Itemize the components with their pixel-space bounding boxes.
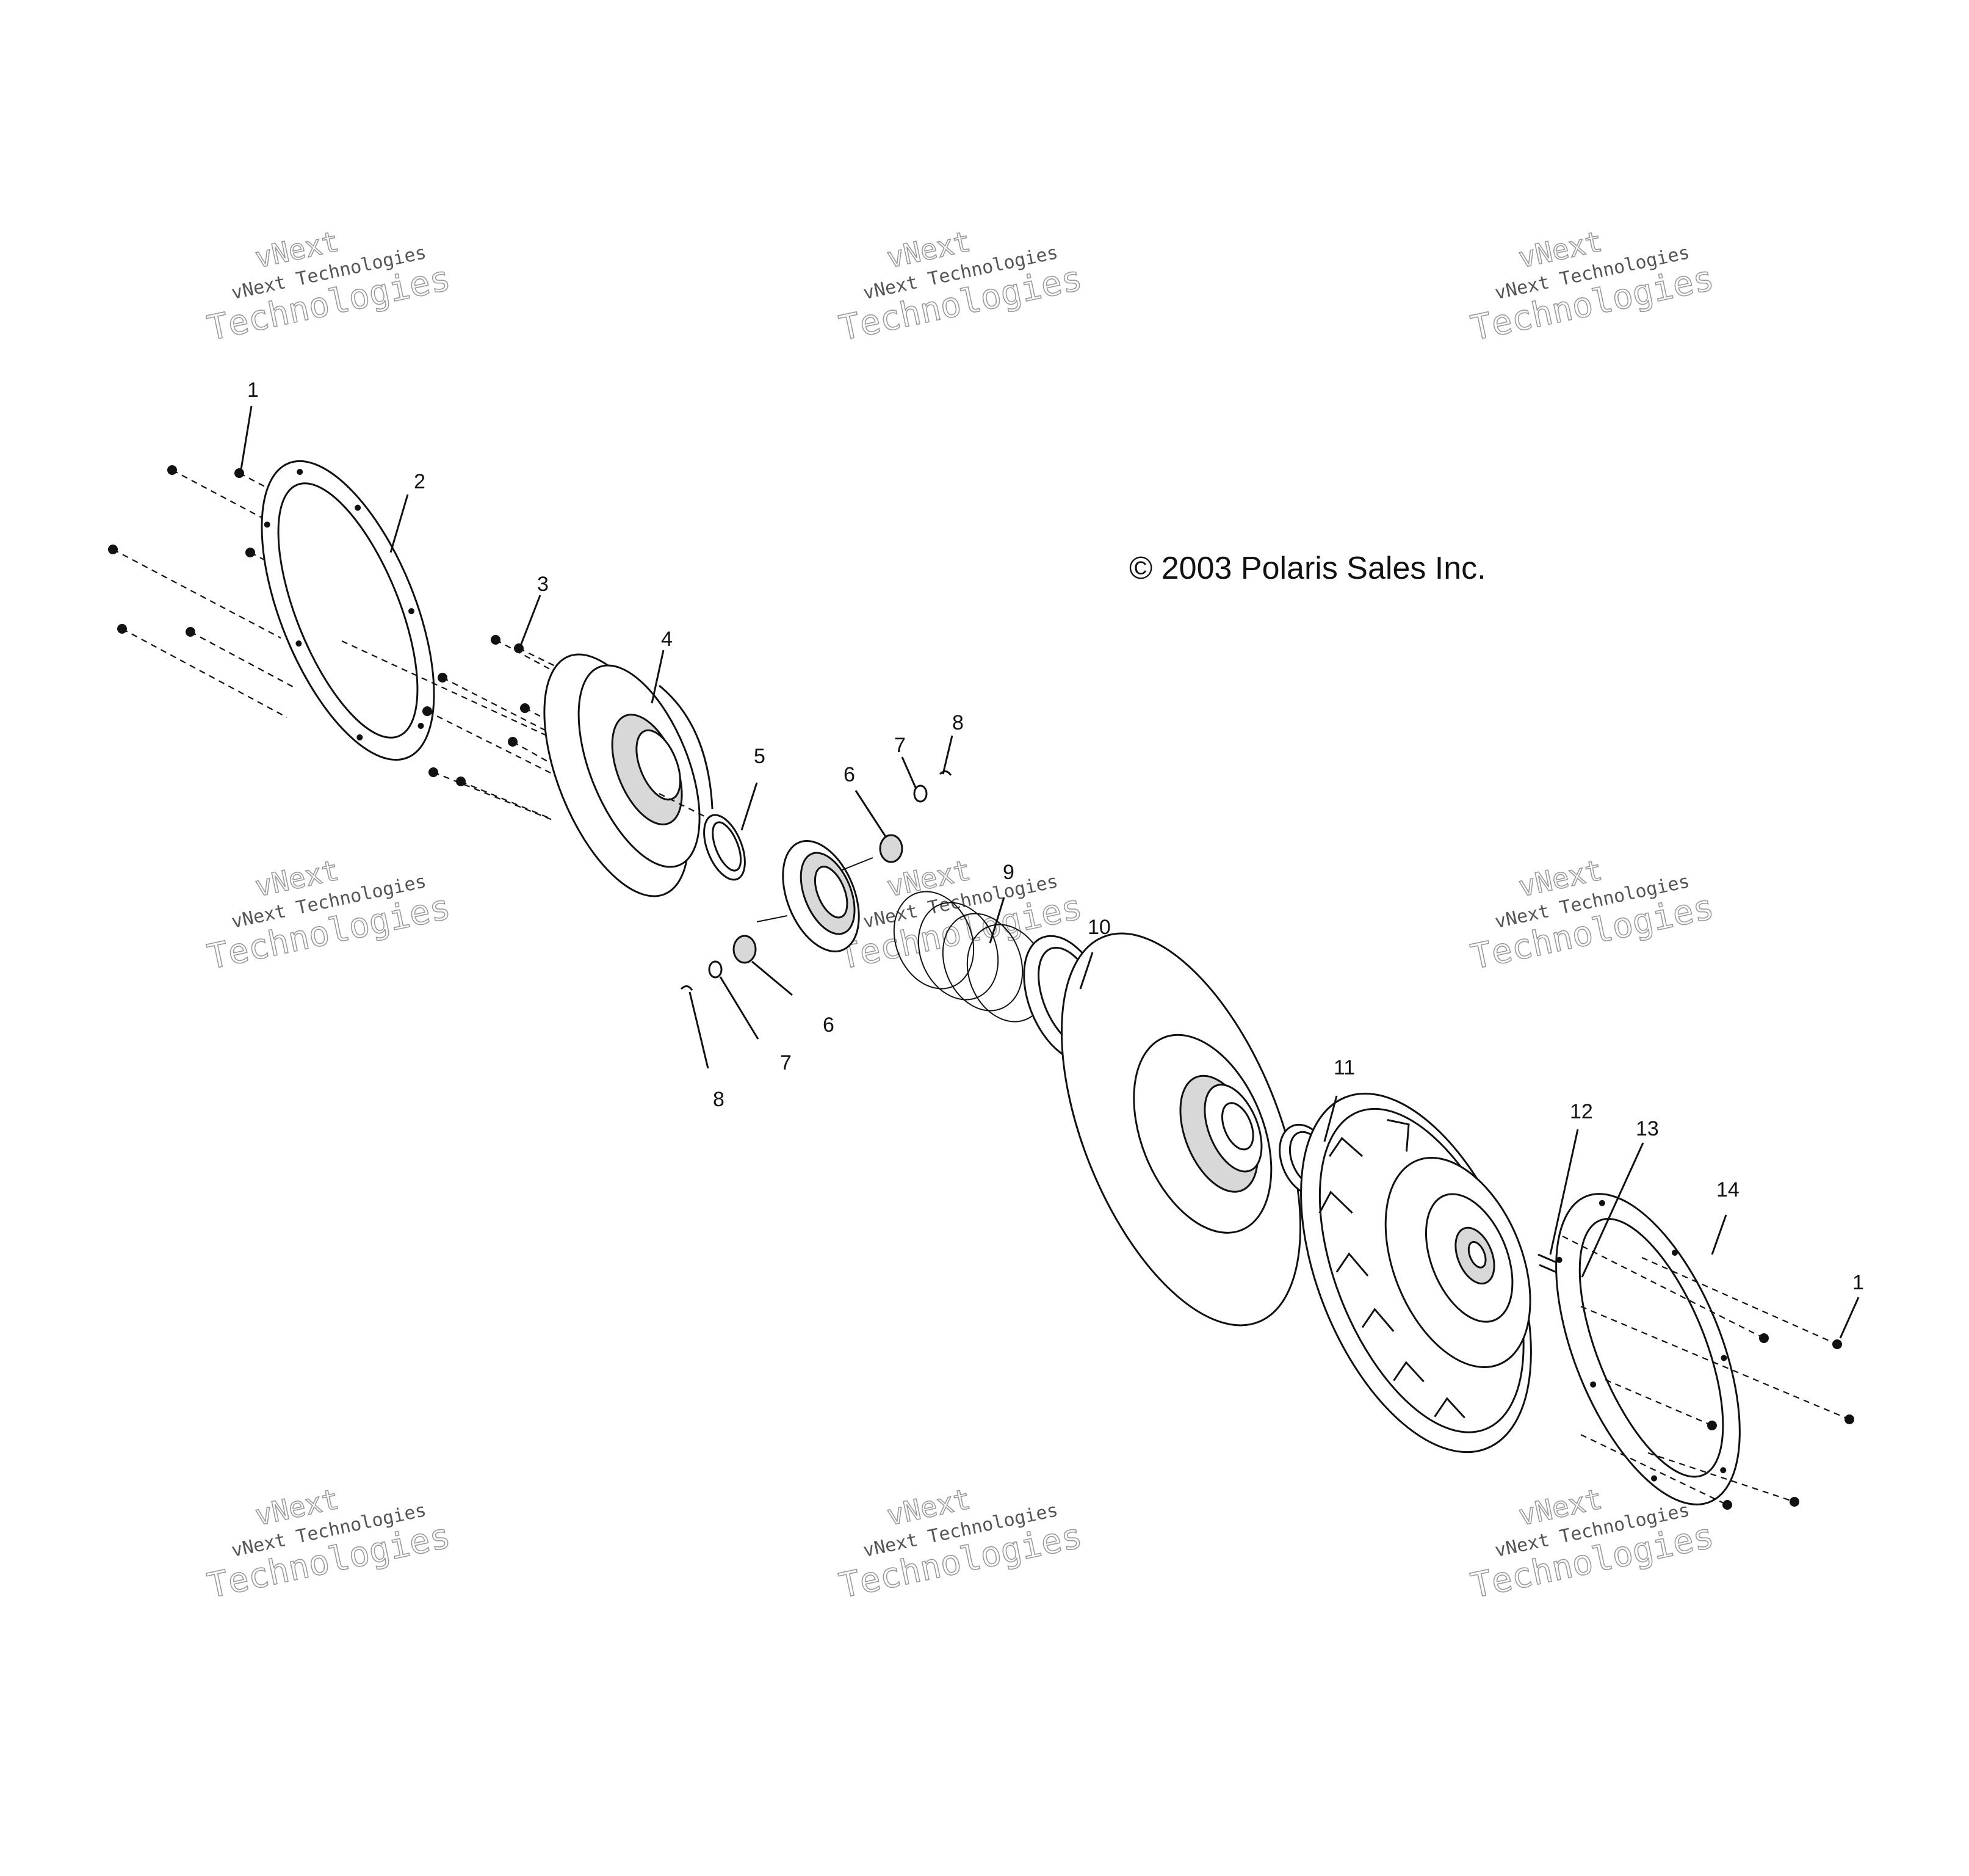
watermark-tile: vNext vNext Technologies Technologies [1467,224,1718,349]
callout-label: 7 [780,1051,792,1074]
callout-label: 8 [713,1088,724,1111]
ring-plate-left [261,460,435,761]
callout-label: 1 [1852,1271,1864,1294]
callout-label: 6 [823,1013,834,1037]
callouts: 1 2 3 4 5 6 7 8 7 6 8 9 10 11 12 13 14 1 [247,378,1864,1294]
housing [543,653,714,897]
callout-label: 14 [1716,1178,1740,1201]
callout-label: 3 [537,573,549,596]
callout-label: 12 [1570,1100,1593,1123]
snap-ring [703,814,746,881]
callout-label: 4 [661,628,673,651]
watermark-tile: vNext vNext Technologies Technologies [836,224,1086,349]
callout-label: 11 [1334,1056,1355,1079]
callout-label: 2 [414,470,425,493]
fixed-sheave [1300,1092,1532,1454]
ring-plate-right [1555,1193,1741,1505]
callout-label: 9 [1003,861,1014,884]
watermark-tile: vNext vNext Technologies Technologies [836,1482,1086,1607]
spider-assembly [782,840,860,952]
callout-label: 13 [1636,1117,1659,1140]
watermark-tile: vNext vNext Technologies Technologies [204,1482,455,1607]
watermark-tile: vNext vNext Technologies Technologies [204,224,455,349]
right-bolts [1562,1236,1854,1510]
leader-lines [239,405,1860,1339]
callout-label: 8 [952,711,964,734]
callout-label: 7 [894,734,906,757]
roller-lower [680,935,757,991]
watermark-tile: vNext vNext Technologies Technologies [1467,853,1718,978]
callout-label: 1 [247,378,259,402]
callout-label: 6 [844,763,855,786]
roller-upper [879,770,952,863]
copyright-text: © 2003 Polaris Sales Inc. [1129,551,1486,586]
callout-label: 5 [754,745,765,768]
sheave-disc [1060,932,1302,1327]
callout-label: 10 [1088,916,1111,939]
watermark-tile: vNext vNext Technologies Technologies [204,853,455,978]
spring [893,891,1048,1023]
